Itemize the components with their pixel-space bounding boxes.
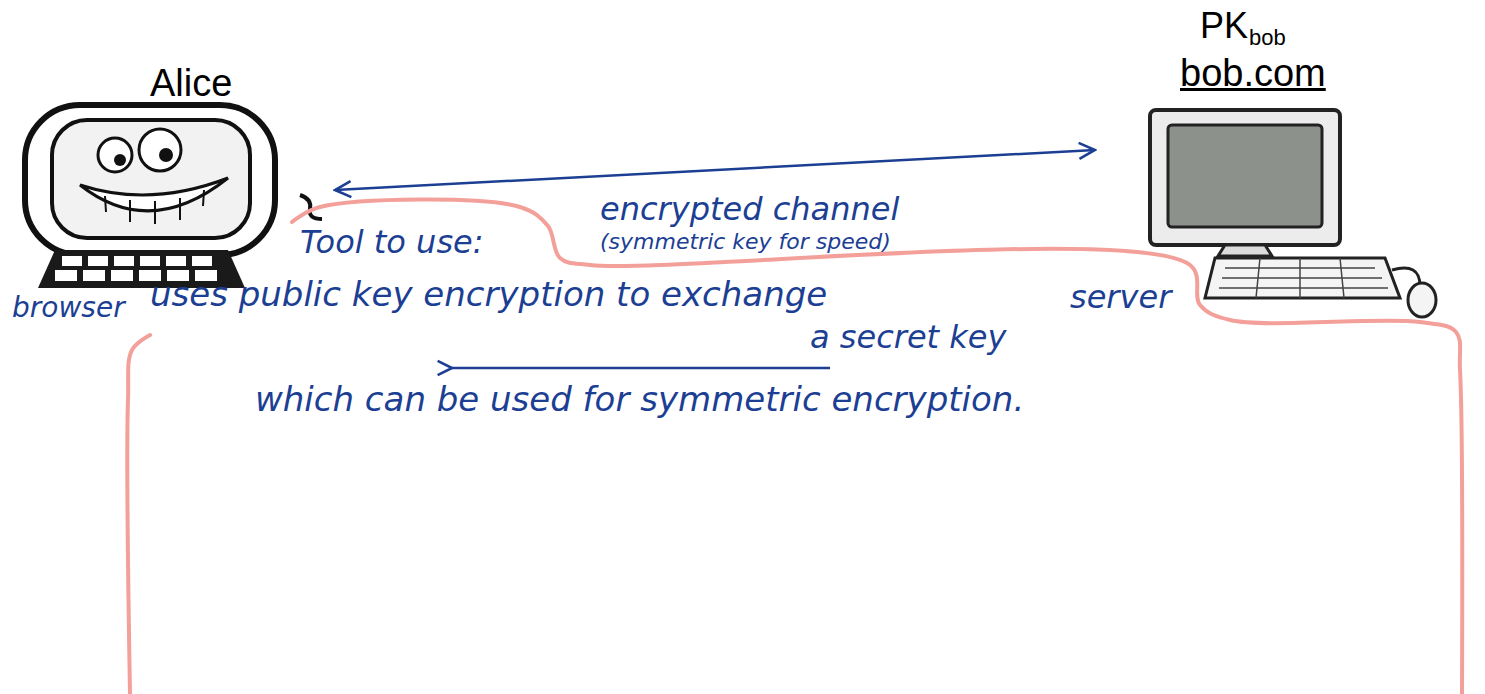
- note-outline-stroke: [292, 200, 1462, 694]
- alice-computer-part-part: [114, 256, 134, 266]
- handwritten-note: Tool to use:: [300, 225, 484, 261]
- alice-computer-part-part: [83, 270, 105, 281]
- alice-computer-part-part: [166, 256, 186, 266]
- alice-computer-part-part: [111, 270, 133, 281]
- handwritten-note: which can be used for symmetric encrypti…: [255, 380, 1024, 418]
- note-label: (symmetric key for speed): [600, 230, 891, 255]
- bob-computer-part: [1219, 258, 1388, 298]
- server-computer: PKbobbob.com: [1095, 2, 1445, 322]
- alice-computer-part-part: [62, 256, 82, 266]
- alice-computer-part: [114, 154, 126, 166]
- alice-computer-part-part: [88, 256, 108, 266]
- alice-computer-part: [52, 120, 250, 238]
- exchange-arrow: [452, 368, 830, 369]
- bob-computer-part: [1205, 258, 1400, 298]
- handwritten-note: server: [1070, 280, 1171, 316]
- bob-computer: [1150, 110, 1436, 317]
- note-outline-stroke: [127, 335, 150, 694]
- bob-computer-part: [1408, 283, 1436, 317]
- alice-computer-part-part: [140, 256, 160, 266]
- node-title: Alice: [150, 62, 232, 105]
- alice-computer-part-part: [192, 256, 212, 266]
- handwritten-note: browser: [12, 292, 125, 323]
- key-name: PK: [1200, 6, 1248, 46]
- bob-computer-part: [1218, 245, 1272, 256]
- bob-computer-part: [1168, 125, 1322, 227]
- alice-computer-part: [25, 105, 275, 255]
- alice-computer-part: [159, 148, 173, 162]
- handwritten-note: uses public key encryption to exchange: [150, 275, 827, 313]
- alice-computer-part: [139, 129, 181, 171]
- alice-computer: [25, 105, 322, 288]
- channel-arrow: [335, 150, 1095, 190]
- alice-computer-part: [98, 138, 132, 172]
- bob-computer-part: [1150, 110, 1340, 245]
- alice-computer-part-part: [55, 270, 77, 281]
- exchange-arrow-part: [452, 367, 830, 370]
- domain-name: bob.com: [1180, 52, 1326, 95]
- handwritten-note: a secret key: [810, 320, 1006, 356]
- note-region: Tool to use: uses public key encryption t…: [118, 200, 1468, 694]
- edge-label: encrypted channel: [600, 192, 899, 228]
- key-subscript: bob: [1249, 26, 1286, 51]
- alice-computer-part: [105, 190, 204, 224]
